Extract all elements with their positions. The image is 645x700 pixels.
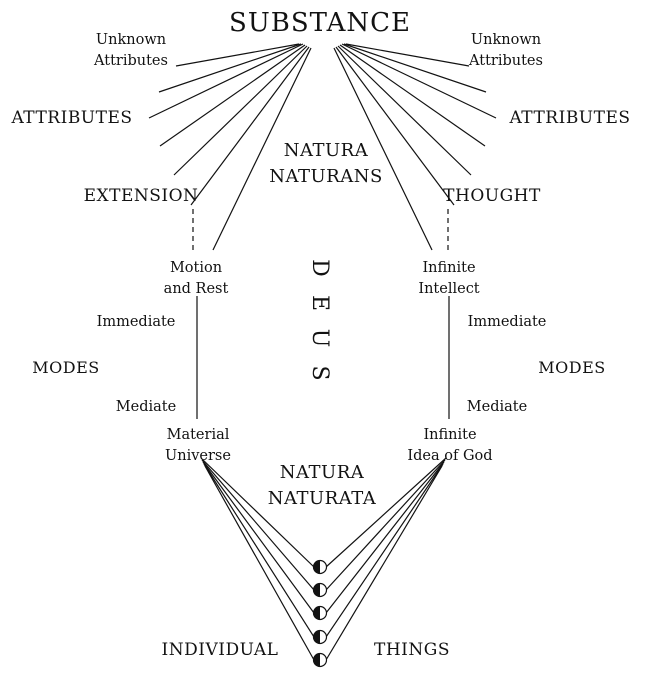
infinite-idea-of-god-label: Infinite Idea of God — [407, 425, 492, 467]
unknown-attributes-left-line1: Unknown — [95, 32, 167, 48]
infinite-intellect-label: Infinite Intellect — [418, 258, 479, 300]
individual-thing-icon — [312, 652, 328, 668]
substance-right-line — [333, 47, 433, 251]
material-universe-line — [202, 461, 315, 614]
substance-title: SUBSTANCE — [229, 8, 411, 38]
individual-thing-icons — [312, 559, 328, 668]
material-universe-line — [201, 459, 315, 591]
natura-naturata-line1: NATURA — [279, 462, 365, 483]
substance-left-line — [173, 45, 308, 176]
substance-right-line — [343, 43, 487, 93]
individual-thing-icon — [312, 629, 328, 645]
mediate-right-label: Mediate — [466, 399, 528, 415]
substance-left-line — [212, 47, 312, 251]
deus-letter: E — [307, 294, 333, 312]
individual-thing-icon — [312, 582, 328, 598]
substance-left-line — [159, 44, 306, 147]
individual-label: INDIVIDUAL — [161, 640, 279, 660]
material-universe-line1: Material — [166, 427, 230, 443]
mediate-left-label: Mediate — [115, 399, 177, 415]
thought-label: THOUGHT — [443, 186, 541, 206]
unknown-attributes-right-line1: Unknown — [470, 32, 542, 48]
substance-right-line — [341, 43, 497, 119]
unknown-attributes-right: Unknown Attributes — [469, 30, 543, 72]
substance-left-line — [175, 43, 300, 67]
material-universe-line2: Universe — [165, 448, 231, 465]
infinite-intellect-line2: Intellect — [418, 281, 480, 298]
motion-and-rest-label: Motion and Rest — [164, 258, 229, 300]
things-label: THINGS — [374, 640, 450, 660]
immediate-right-label: Immediate — [467, 314, 547, 330]
material-universe-line — [203, 463, 315, 638]
deus-letter: U — [307, 328, 333, 348]
motion-and-rest-line2: and Rest — [163, 281, 229, 298]
substance-left-line — [158, 43, 302, 93]
infinite-intellect-line1: Infinite — [422, 260, 476, 276]
idea-of-god-line — [325, 463, 444, 638]
extension-label: EXTENSION — [83, 186, 199, 206]
material-universe-line — [200, 457, 315, 568]
natura-naturans-line2: NATURANS — [269, 166, 383, 188]
idea-of-god-line — [325, 459, 446, 591]
unknown-attributes-right-line2: Attributes — [469, 53, 543, 70]
immediate-left-label: Immediate — [96, 314, 176, 330]
substance-right-line — [335, 46, 455, 206]
motion-and-rest-line1: Motion — [169, 260, 223, 276]
deus-letter: D — [307, 259, 333, 277]
attributes-left-label: ATTRIBUTES — [11, 108, 133, 128]
modes-right-label: MODES — [538, 358, 606, 377]
natura-naturata-line2: NATURATA — [267, 488, 377, 510]
natura-naturans-line1: NATURA — [283, 140, 369, 161]
material-universe-line — [204, 465, 315, 661]
attributes-right-label: ATTRIBUTES — [509, 108, 631, 128]
unknown-attributes-left-line2: Attributes — [94, 53, 168, 70]
idea-of-god-line — [325, 457, 447, 568]
substance-left-line — [190, 46, 310, 206]
individual-thing-icon — [312, 559, 328, 575]
deus-letter: S — [307, 365, 333, 381]
material-universe-label: Material Universe — [165, 425, 231, 467]
infinite-idea-of-god-line2: Idea of God — [407, 448, 493, 465]
unknown-attributes-left: Unknown Attributes — [94, 30, 168, 72]
idea-of-god-line — [325, 465, 443, 661]
individual-thing-icon — [312, 605, 328, 621]
substance-right-line — [339, 44, 486, 147]
substance-right-line — [345, 43, 470, 67]
infinite-idea-of-god-line1: Infinite — [423, 427, 477, 443]
deus-label: D E U S — [306, 254, 334, 387]
natura-naturans-label: NATURA NATURANS — [269, 138, 383, 190]
modes-left-label: MODES — [32, 358, 100, 377]
substance-right-line — [337, 45, 472, 176]
natura-naturata-label: NATURA NATURATA — [268, 460, 377, 512]
substance-left-line — [148, 43, 304, 119]
idea-of-god-line — [325, 461, 445, 614]
